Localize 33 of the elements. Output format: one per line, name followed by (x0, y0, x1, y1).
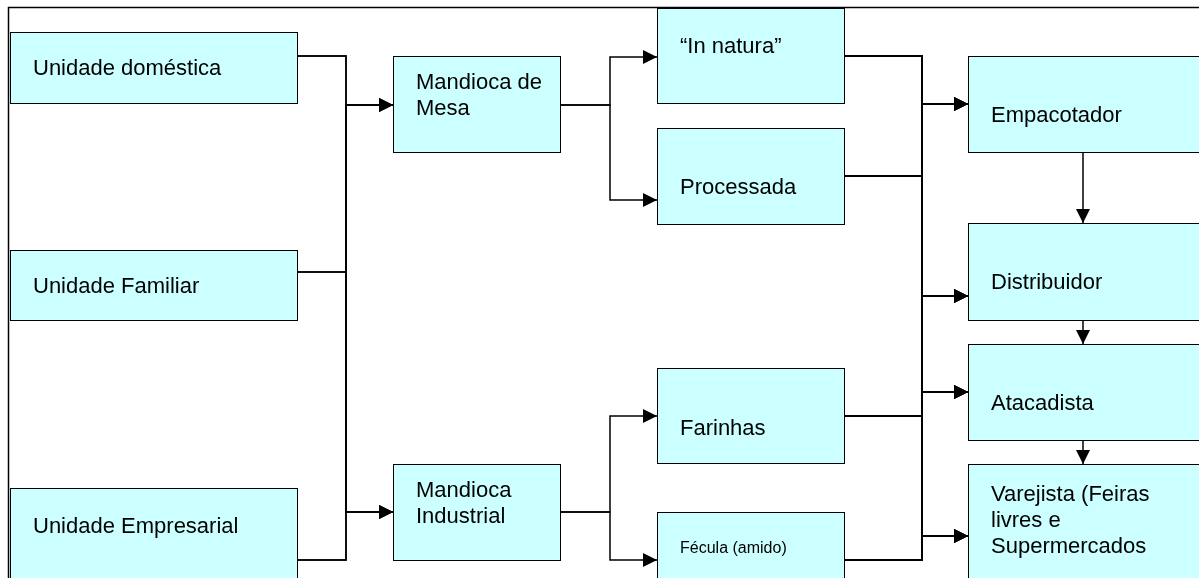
node-label: Processada (680, 173, 797, 200)
node-label: “In natura” (680, 33, 782, 59)
process-box (968, 464, 1199, 578)
process-box (393, 464, 561, 561)
process-box (10, 488, 298, 578)
node-label: Mandioca de Mesa (416, 68, 543, 121)
node-label: Unidade doméstica (33, 55, 222, 81)
node-label: Farinhas (680, 415, 766, 441)
process-box (657, 512, 845, 578)
node-label: Empacotador (991, 101, 1122, 128)
process-box (968, 223, 1199, 321)
process-box (393, 56, 561, 153)
connector-arrow (1076, 440, 1090, 465)
node-label: Mandioca Industrial (416, 476, 513, 529)
node-label: Atacadista (991, 389, 1094, 416)
process-box (657, 128, 845, 225)
connector-arrow (297, 505, 394, 561)
node-label: Unidade Empresarial (33, 513, 239, 539)
process-box (968, 56, 1199, 153)
node-label: Varejista (Feiras livres e Supermercados (991, 481, 1151, 559)
connector-arrow (1076, 152, 1090, 224)
node-label: Distribuidor (991, 269, 1103, 295)
process-box (10, 32, 298, 104)
process-box (968, 344, 1199, 441)
connector-arrow (844, 529, 969, 561)
connector-arrow (560, 104, 658, 207)
process-box (10, 250, 298, 321)
process-box (657, 368, 845, 464)
node-label: Fécula (amido) (680, 538, 787, 558)
connector-arrow (560, 511, 658, 567)
connector-arrow (1076, 320, 1090, 345)
process-box (657, 8, 845, 104)
node-label: Unidade Familiar (33, 272, 200, 299)
